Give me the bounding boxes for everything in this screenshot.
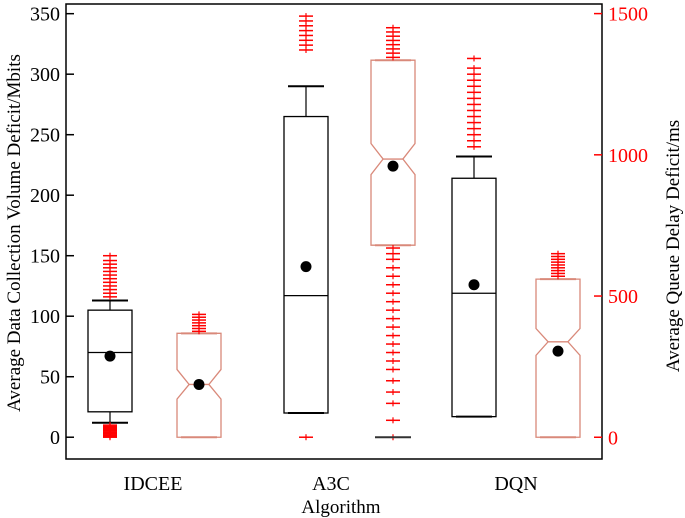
left-y-axis: 0 50 100 150 200 250 300 350 xyxy=(30,4,74,449)
mean-marker xyxy=(552,345,564,357)
right-y-tick-label: 0 xyxy=(608,427,618,449)
left-y-tick-label: 300 xyxy=(30,64,60,86)
left-y-tick-label: 200 xyxy=(30,185,60,207)
right-y-axis: 0 500 1000 1500 xyxy=(594,4,648,449)
x-tick-label: DQN xyxy=(494,473,537,495)
box-right-idcee xyxy=(176,311,222,439)
mean-marker xyxy=(300,261,312,273)
box xyxy=(451,177,497,418)
right-y-tick-label: 1000 xyxy=(608,145,648,167)
left-y-tick-label: 100 xyxy=(30,306,60,328)
box-series xyxy=(87,13,581,441)
left-y-tick-label: 250 xyxy=(30,125,60,147)
left-y-tick-label: 150 xyxy=(30,246,60,268)
box-right-dqn xyxy=(535,250,581,439)
x-tick-label: A3C xyxy=(312,473,350,495)
right-y-axis-title: Average Queue Delay Deficit/ms xyxy=(663,120,684,372)
mean-marker xyxy=(387,160,399,172)
notched-box xyxy=(176,332,222,438)
mean-marker xyxy=(104,350,116,362)
notched-box xyxy=(370,59,416,246)
notched-box xyxy=(535,278,581,438)
x-axis-title: Algorithm xyxy=(301,497,380,518)
plot-frame xyxy=(65,3,603,460)
box-left-idcee xyxy=(87,252,133,441)
box-left-dqn xyxy=(451,55,497,418)
x-axis: IDCEE A3C DQN xyxy=(124,473,538,495)
left-y-axis-title: Average Data Collection Volume Deficit/M… xyxy=(4,54,25,412)
box-left-a3c xyxy=(283,13,329,441)
right-y-tick-label: 500 xyxy=(608,286,638,308)
left-y-tick-label: 0 xyxy=(50,427,60,449)
mean-marker xyxy=(468,279,480,291)
x-tick-label: IDCEE xyxy=(124,473,183,495)
left-y-tick-label: 50 xyxy=(40,367,60,389)
left-y-tick-label: 350 xyxy=(30,4,60,26)
right-y-tick-label: 1500 xyxy=(608,4,648,26)
mean-marker xyxy=(193,378,205,390)
box-right-a3c xyxy=(370,24,416,441)
